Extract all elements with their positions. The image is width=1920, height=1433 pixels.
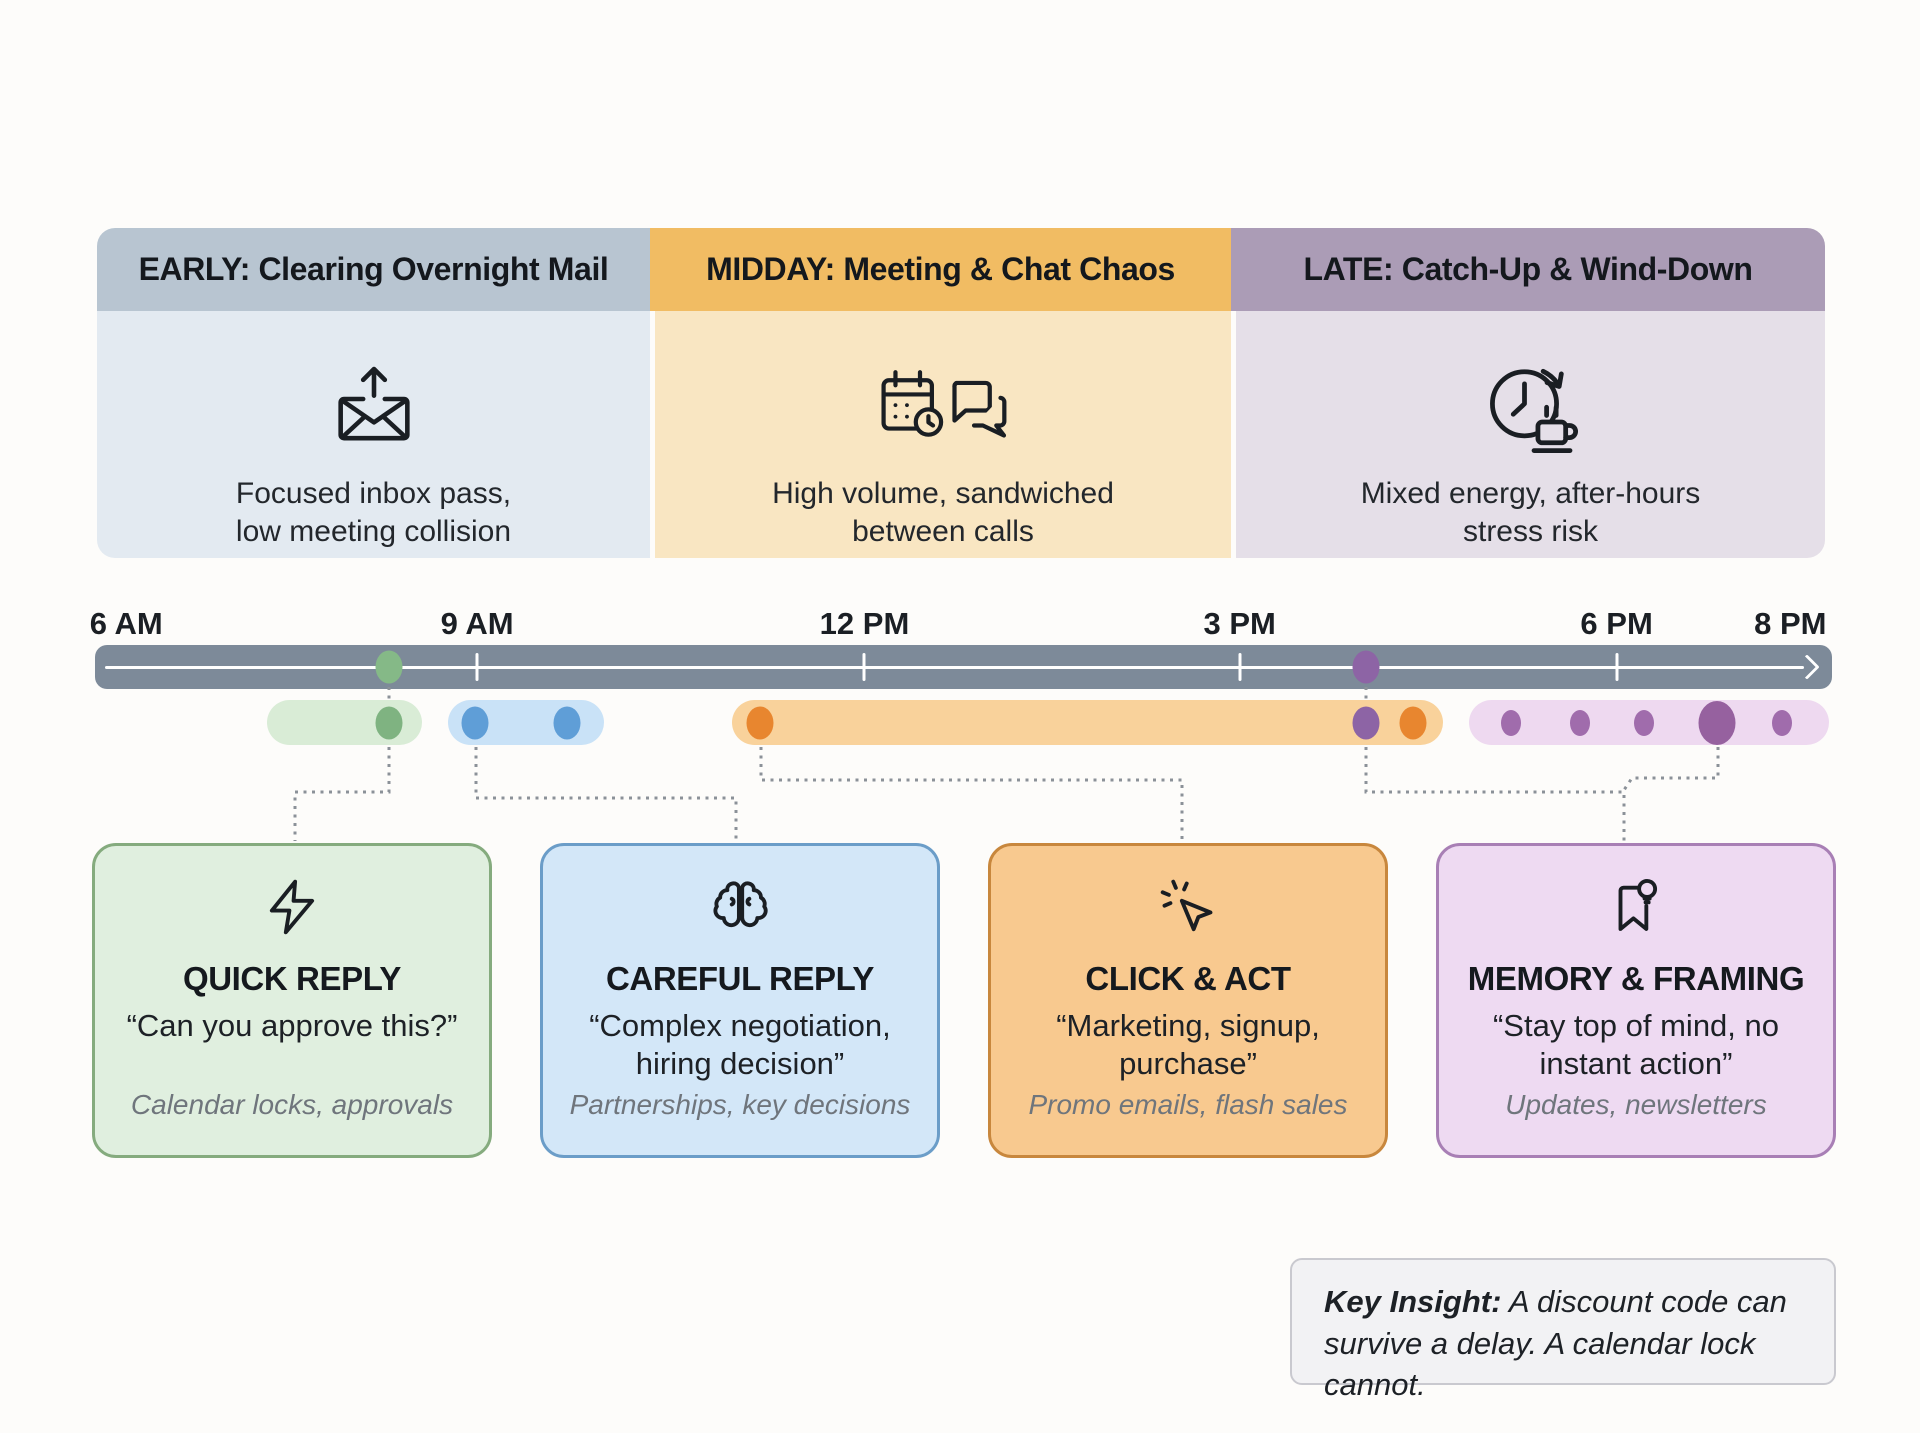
time-label-8-pm: 8 PM <box>1754 606 1827 641</box>
email-type-cards: QUICK REPLY “Can you approve this?” Cale… <box>92 843 1836 1158</box>
activity-dot <box>1634 709 1655 736</box>
activity-dot <box>1500 709 1521 736</box>
card-examples: Calendar locks, approvals <box>130 1089 454 1120</box>
timeline-tick <box>862 653 866 681</box>
connector-line <box>474 747 738 841</box>
timeline-arrow-icon <box>1794 654 1820 680</box>
card-quick-reply: QUICK REPLY “Can you approve this?” Cale… <box>92 843 492 1158</box>
phase-description-early: Focused inbox pass, low meeting collisio… <box>235 477 512 548</box>
connector-line <box>293 747 391 841</box>
activity-dot <box>746 706 774 739</box>
activity-dot <box>1399 706 1427 739</box>
card-quote: “Complex negotiation, hiring decision” <box>589 1008 891 1081</box>
phase-panel-midday: MIDDAY: Meeting & Chat Chaos <box>650 228 1231 558</box>
card-title: CLICK & ACT <box>1085 960 1291 997</box>
phase-title-midday: MIDDAY: Meeting & Chat Chaos <box>650 228 1231 311</box>
phase-description-late: Mixed energy, after-hours stress risk <box>1360 477 1701 548</box>
card-examples: Updates, newsletters <box>1505 1089 1767 1120</box>
card-careful-reply: CAREFUL REPLY “Complex negotiation, hiri… <box>540 843 940 1158</box>
clock-coffee-icon <box>1479 357 1583 461</box>
card-quote: “Can you approve this?” <box>126 1008 458 1043</box>
morning-peak-marker <box>375 650 403 684</box>
calendar-chat-icon <box>874 357 1012 461</box>
connector-line <box>1622 747 1720 791</box>
activity-dot <box>1698 700 1736 745</box>
timeline-bar <box>95 645 1832 689</box>
card-examples: Partnerships, key decisions <box>569 1089 911 1120</box>
time-label-6-am: 6 AM <box>89 606 163 641</box>
time-label-9-am: 9 AM <box>440 606 514 641</box>
mail-send-icon <box>324 357 424 461</box>
phase-panel-early: EARLY: Clearing Overnight Mail Focused i… <box>97 228 650 558</box>
timeline-tick <box>475 653 479 681</box>
card-quote: “Stay top of mind, no instant action” <box>1492 1008 1780 1081</box>
card-quote: “Marketing, signup, purchase” <box>1056 1008 1320 1081</box>
activity-dot <box>1771 709 1792 736</box>
phase-title-late: LATE: Catch-Up & Wind-Down <box>1231 228 1825 311</box>
connector-line <box>759 747 1184 841</box>
brain-icon <box>707 874 773 940</box>
card-memory-framing: MEMORY & FRAMING “Stay top of mind, no i… <box>1436 843 1836 1158</box>
activity-dot <box>375 706 403 739</box>
day-phase-panels: EARLY: Clearing Overnight Mail Focused i… <box>97 228 1825 558</box>
activity-bands-row <box>95 700 1832 745</box>
card-click-act: CLICK & ACT “Marketing, signup, purchase… <box>988 843 1388 1158</box>
key-insight-text: A discount code can survive a delay. A c… <box>1324 1284 1787 1403</box>
activity-band-midday-orange <box>732 700 1443 745</box>
card-title: QUICK REPLY <box>182 960 402 997</box>
timeline-axis-line <box>105 665 1804 669</box>
activity-dot <box>553 706 581 739</box>
time-label-3-pm: 3 PM <box>1203 606 1276 641</box>
phase-title-early: EARLY: Clearing Overnight Mail <box>97 228 650 311</box>
timeline-tick <box>1238 653 1242 681</box>
lightning-icon <box>261 874 323 940</box>
bookmark-idea-icon <box>1605 874 1667 940</box>
card-title: CAREFUL REPLY <box>605 960 875 997</box>
time-label-12-pm: 12 PM <box>819 606 910 641</box>
card-examples: Promo emails, flash sales <box>1028 1089 1348 1120</box>
key-insight-box: Key Insight: A discount code can survive… <box>1290 1258 1836 1402</box>
connector-line <box>1364 747 1626 841</box>
timeline-tick <box>1615 653 1619 681</box>
timeline-labels: 6 AM 9 AM 12 PM 3 PM 6 PM 8 PM <box>90 600 1832 642</box>
activity-dot <box>461 706 489 739</box>
phase-panel-late: LATE: Catch-Up & Wind-Down Mixed energy, <box>1231 228 1825 558</box>
afternoon-peak-marker <box>1352 650 1380 684</box>
card-title: MEMORY & FRAMING <box>1467 960 1805 997</box>
key-insight-label: Key Insight: <box>1324 1284 1502 1319</box>
phase-description-midday: High volume, sandwiched between calls <box>772 477 1114 548</box>
time-label-6-pm: 6 PM <box>1580 606 1653 641</box>
cursor-click-icon <box>1157 874 1219 940</box>
activity-dot <box>1352 706 1380 739</box>
activity-dot <box>1570 709 1591 736</box>
